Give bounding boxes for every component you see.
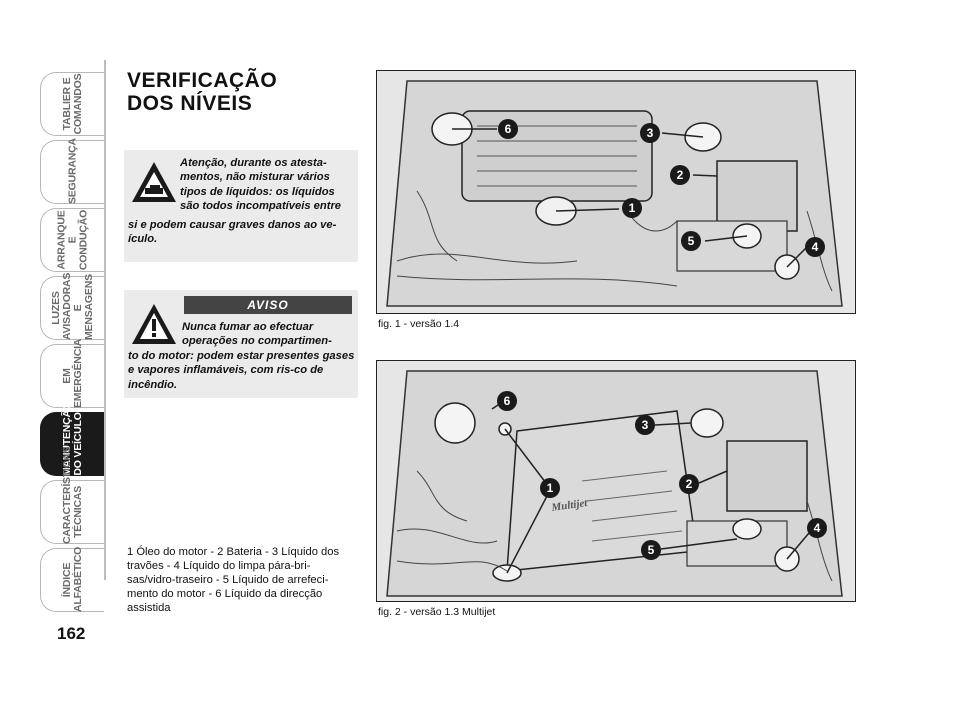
fig2-marker-3: 3 <box>642 418 649 432</box>
tab-indice-alfabetico[interactable]: ÍNDICE ALFABÉTICO <box>40 547 104 612</box>
figure-1: 6 3 2 1 5 4 <box>376 70 856 314</box>
tab-divider <box>104 60 106 580</box>
caution-line-3: tipos de líquidos: os líquidos <box>180 185 335 198</box>
warning-tail: to do motor: podem estar presentes gases… <box>128 350 355 391</box>
fig1-marker-3: 3 <box>647 126 654 140</box>
figure-2: Multijet 6 3 2 1 5 4 <box>376 360 856 602</box>
title-line-1: VERIFICAÇÃO <box>127 69 278 92</box>
title-line-2: DOS NÍVEIS <box>127 92 253 115</box>
fig1-marker-1: 1 <box>629 201 636 215</box>
fig1-marker-6: 6 <box>505 122 512 136</box>
engine-illustration-1: 6 3 2 1 5 4 <box>377 71 855 313</box>
tab-arranque-conducao[interactable]: ARRANQUE E CONDUÇÃO <box>40 208 104 272</box>
fig2-marker-4: 4 <box>814 521 821 535</box>
tab-luzes-avisadoras[interactable]: LUZES AVISADORAS E MENSAGENS <box>40 273 104 340</box>
caution-box: Atenção, durante os atesta- mentos, não … <box>124 150 358 262</box>
caution-line-2: mentos, não misturar vários <box>180 171 330 184</box>
figure-2-caption: fig. 2 - versão 1.3 Multijet <box>378 606 496 618</box>
fig1-marker-4: 4 <box>812 240 819 254</box>
warning-line-2: operações no compartimen- <box>182 335 332 348</box>
tab-tablier-comandos[interactable]: TABLIER E COMANDOS <box>40 72 104 136</box>
fig2-marker-2: 2 <box>686 477 693 491</box>
warning-line-1: Nunca fumar ao efectuar <box>182 321 314 333</box>
fig1-marker-5: 5 <box>688 234 695 248</box>
tab-caracteristicas-tecnicas[interactable]: CARACTERÍSTICAS TÉCNICAS <box>40 447 104 544</box>
engine-illustration-2: Multijet 6 3 2 1 5 4 <box>377 361 855 601</box>
fig1-marker-2: 2 <box>677 168 684 182</box>
caution-line-1: Atenção, durante os atesta- <box>180 157 327 169</box>
aviso-header: AVISO <box>184 296 352 314</box>
warning-triangle-icon <box>132 304 176 344</box>
engine-badge: Multijet <box>550 497 589 514</box>
fig2-marker-5: 5 <box>648 543 655 557</box>
caution-tail: si e podem causar graves danos ao ve-ícu… <box>128 219 337 246</box>
caution-triangle-icon <box>132 162 176 202</box>
page-number: 162 <box>57 624 86 643</box>
caution-line-4: são todos incompatíveis entre <box>180 200 342 213</box>
tab-em-emergencia[interactable]: EM EMERGÊNCIA <box>40 339 104 408</box>
legend-text: 1 Óleo do motor - 2 Bateria - 3 Líquido … <box>127 546 340 614</box>
page-title: VERIFICAÇÃO DOS NÍVEIS <box>127 69 277 115</box>
fig2-marker-1: 1 <box>547 481 554 495</box>
tab-manutencao-veiculo[interactable]: MANUTENÇÃO DO VEÍCULO <box>40 402 104 476</box>
fig2-marker-6: 6 <box>504 394 511 408</box>
figure-1-caption: fig. 1 - versão 1.4 <box>378 318 460 330</box>
tab-seguranca[interactable]: SEGURANÇA <box>40 138 104 204</box>
